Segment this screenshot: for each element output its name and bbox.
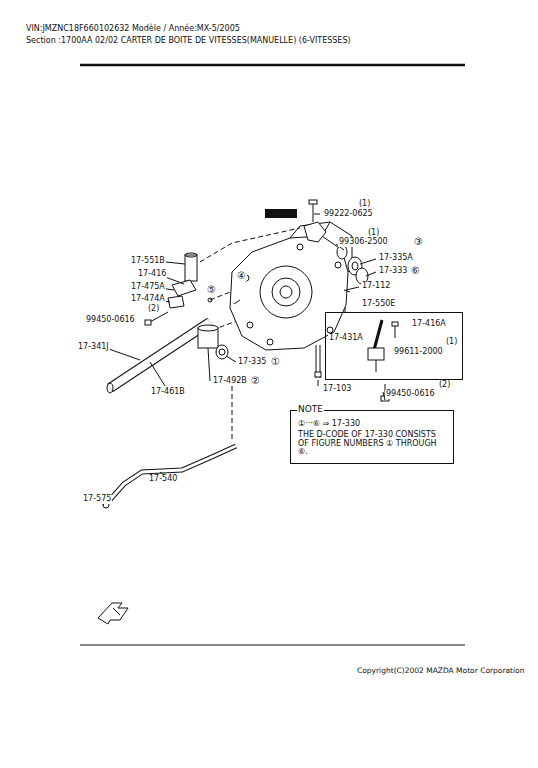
part-number: 99450-0616 — [85, 316, 136, 325]
note-text: THE D-CODE OF 17-330 CONSISTS OF FIGURE … — [297, 431, 447, 457]
assembly-box: 17-550E 17-416A 17-431A (1)99611-2000 — [325, 300, 463, 380]
note-heading: NOTE — [297, 405, 324, 415]
part-number: 17-474A — [130, 295, 166, 304]
switch — [368, 320, 398, 372]
part-number: 17-416 — [137, 270, 167, 279]
part-number: 17-103 — [322, 385, 352, 394]
part-number: 17-575 — [82, 495, 112, 504]
note-text: ①···⑥ ⇒ 17-330 — [297, 420, 447, 429]
shift-rod — [107, 322, 210, 393]
leader-line — [95, 214, 385, 505]
part-number: 17-431A — [328, 334, 364, 343]
part-number: 99306-2500 — [338, 238, 389, 247]
part-number: 17-333 — [378, 267, 408, 276]
vin-header: VIN:JMZNC18F660102632 Modèle / Année:MX-… — [25, 25, 241, 34]
part-number: 17-461B — [150, 388, 186, 397]
callout-number: ③ — [413, 236, 424, 247]
part-number: 17-341J — [77, 343, 110, 352]
part-number: 17-540 — [148, 475, 178, 484]
rule — [80, 645, 465, 646]
bushing — [198, 325, 228, 359]
part-number: (2) — [438, 381, 451, 390]
part-number: 17-416A — [411, 320, 447, 329]
part-number: 17-492B — [212, 377, 248, 386]
part-number: 99450-0616 — [385, 390, 436, 399]
redacted-label — [265, 209, 297, 218]
stud — [315, 345, 321, 378]
part-number: 17-335 — [237, 358, 267, 367]
rule — [80, 64, 465, 67]
section-title: Section :1700AA 02/02 CARTER DE BOITE DE… — [25, 37, 352, 46]
part-number: 17-335A — [378, 254, 414, 263]
part-number: 17-475A — [130, 283, 166, 292]
callout-number: ② — [250, 375, 261, 386]
part-number: (1) — [367, 229, 380, 238]
transmission-housing — [230, 222, 352, 350]
part-number: 99222-0625 — [323, 210, 374, 219]
front-arrow-icon — [98, 603, 128, 624]
bolt — [304, 200, 326, 242]
callout-number: ⑥ — [410, 265, 421, 276]
part-number: 17-112 — [361, 282, 391, 291]
group-heading: 17-550E — [361, 300, 396, 309]
part-number: (1) — [358, 200, 371, 209]
note-box: NOTE①···⑥ ⇒ 17-330THE D-CODE OF 17-330 C… — [290, 410, 454, 464]
part-number: 17-551B — [130, 257, 166, 266]
bushing — [337, 245, 368, 284]
copyright-caption: Copyright(C)2002 MAZDA Motor Corporation — [356, 667, 525, 675]
part-number: (1) — [445, 338, 458, 347]
callout-number: ④ — [236, 270, 247, 281]
part-number: (2) — [147, 305, 160, 314]
cable — [103, 446, 236, 508]
part-number: 99611-2000 — [393, 348, 444, 357]
callout-number: ① — [270, 356, 281, 367]
callout-number: ⑤ — [206, 284, 217, 295]
